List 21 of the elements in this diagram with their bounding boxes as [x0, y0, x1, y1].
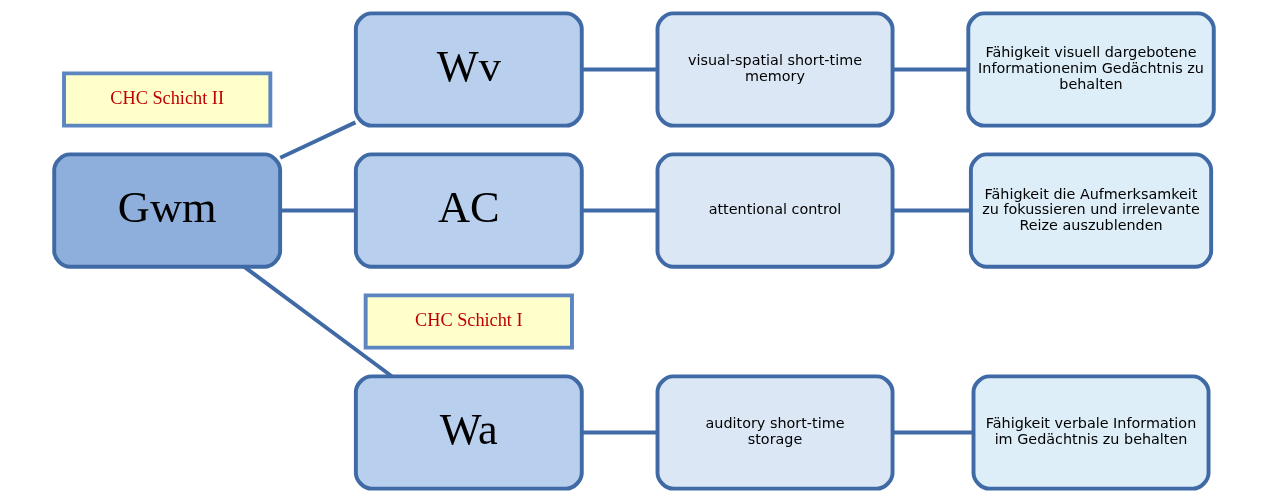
node-box: attentional control	[655, 152, 894, 269]
node-box: Fähigkeit verbale Information im Gedächtnis zu behalten	[971, 374, 1210, 491]
node-box: AC	[353, 152, 584, 269]
node-box: CHC Schicht I	[363, 293, 574, 350]
node-box: visual-spatial short-time memory	[655, 11, 894, 128]
node-box: Gwm	[51, 152, 282, 269]
node-box: Fähigkeit die Aufmerksamkeit zu fokussieren und irrelevante Reize auszublenden	[968, 152, 1213, 269]
node-box: Fähigkeit visuell dargebotene Informationenim Gedächtnis zu behalten	[965, 11, 1216, 128]
connector	[278, 120, 356, 160]
connector	[581, 67, 657, 72]
connector	[581, 430, 657, 435]
node-box: Wv	[353, 11, 584, 128]
connector	[892, 430, 973, 435]
connector	[242, 265, 393, 378]
connector	[892, 67, 968, 72]
connector	[892, 208, 970, 213]
node-box: auditory short-time storage	[655, 374, 894, 491]
connector	[279, 208, 355, 213]
node-box: CHC Schicht II	[61, 71, 272, 128]
node-box: Wa	[353, 374, 584, 491]
connector	[581, 208, 657, 213]
